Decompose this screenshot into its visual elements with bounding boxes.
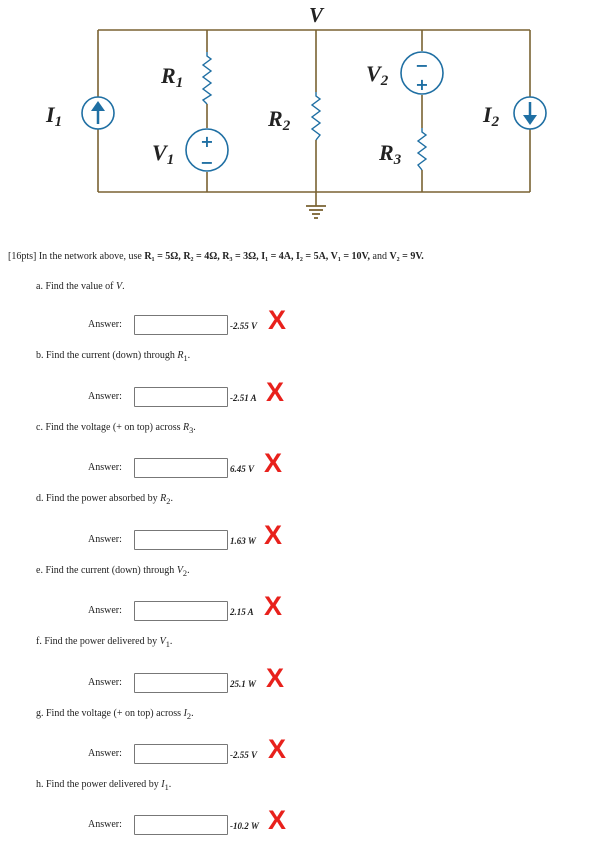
question-d: d. Find the power absorbed by R2.: [36, 493, 173, 506]
answer-label: Answer:: [88, 319, 122, 330]
wrong-x-icon: X: [266, 377, 285, 407]
answer-input-g[interactable]: [134, 744, 228, 764]
answer-value-g: -2.55 V: [230, 750, 257, 760]
answer-value-b: -2.51 A: [230, 393, 257, 403]
circuit-wires: [97, 29, 531, 206]
answer-label: Answer:: [88, 605, 122, 616]
question-h: h. Find the power delivered by I1.: [36, 779, 172, 792]
question-a: a. Find the value of V.: [36, 281, 125, 292]
answer-label: Answer:: [88, 819, 122, 830]
answer-input-c[interactable]: [134, 458, 228, 478]
label-i1: I1: [45, 102, 62, 130]
label-r3: R3: [378, 140, 402, 168]
answer-value-e: 2.15 A: [230, 607, 254, 617]
resistor-r3-symbol: [416, 128, 428, 171]
answer-input-h[interactable]: [134, 815, 228, 835]
answer-input-d[interactable]: [134, 530, 228, 550]
ground-icon: [306, 205, 326, 219]
wrong-x-icon: X: [264, 591, 283, 621]
answer-label: Answer:: [88, 748, 122, 759]
label-r1: R1: [160, 63, 183, 91]
answer-input-e[interactable]: [134, 601, 228, 621]
answer-value-d: 1.63 W: [230, 536, 256, 546]
label-r2: R2: [267, 106, 291, 134]
question-c: c. Find the voltage (+ on top) across R3…: [36, 422, 196, 435]
answer-label: Answer:: [88, 534, 122, 545]
answer-value-h: -10.2 W: [230, 821, 259, 831]
current-source-i2: [513, 96, 547, 130]
svg-text:−: −: [415, 56, 428, 75]
wrong-x-icon: X: [264, 520, 283, 550]
wrong-x-icon: X: [268, 305, 287, 335]
resistor-r2-symbol: [310, 92, 322, 141]
answer-label: Answer:: [88, 677, 122, 688]
answer-input-f[interactable]: [134, 673, 228, 693]
answer-label: Answer:: [88, 462, 122, 473]
voltage-source-v2: − +: [400, 51, 444, 95]
answer-input-a[interactable]: [134, 315, 228, 335]
svg-text:+: +: [415, 75, 428, 94]
question-g: g. Find the voltage (+ on top) across I2…: [36, 708, 194, 721]
answer-value-f: 25.1 W: [230, 679, 256, 689]
wrong-x-icon: X: [266, 663, 285, 693]
wrong-x-icon: X: [268, 734, 287, 764]
current-source-i1: [81, 96, 115, 130]
wrong-x-icon: X: [264, 448, 283, 478]
answer-value-a: -2.55 V: [230, 321, 257, 331]
resistor-r1-symbol: [201, 52, 213, 105]
answer-label: Answer:: [88, 391, 122, 402]
wrong-x-icon: X: [268, 805, 287, 835]
svg-text:−: −: [200, 153, 213, 172]
node-label-v: V: [309, 3, 325, 27]
question-e: e. Find the current (down) through V2.: [36, 565, 190, 578]
answer-input-b[interactable]: [134, 387, 228, 407]
voltage-source-v1: + −: [185, 128, 229, 172]
label-v2: V2: [366, 61, 389, 89]
question-f: f. Find the power delivered by V1.: [36, 636, 173, 649]
label-i2: I2: [482, 102, 500, 130]
question-b: b. Find the current (down) through R1.: [36, 350, 191, 363]
label-v1: V1: [152, 140, 174, 168]
svg-text:+: +: [200, 132, 213, 151]
circuit-diagram: + − − + V R1 R2 R3 V1 V2 I1 I2: [45, 3, 547, 219]
problem-statement: [16pts] In the network above, use R₁ = 5…: [8, 251, 424, 262]
answer-value-c: 6.45 V: [230, 464, 255, 474]
